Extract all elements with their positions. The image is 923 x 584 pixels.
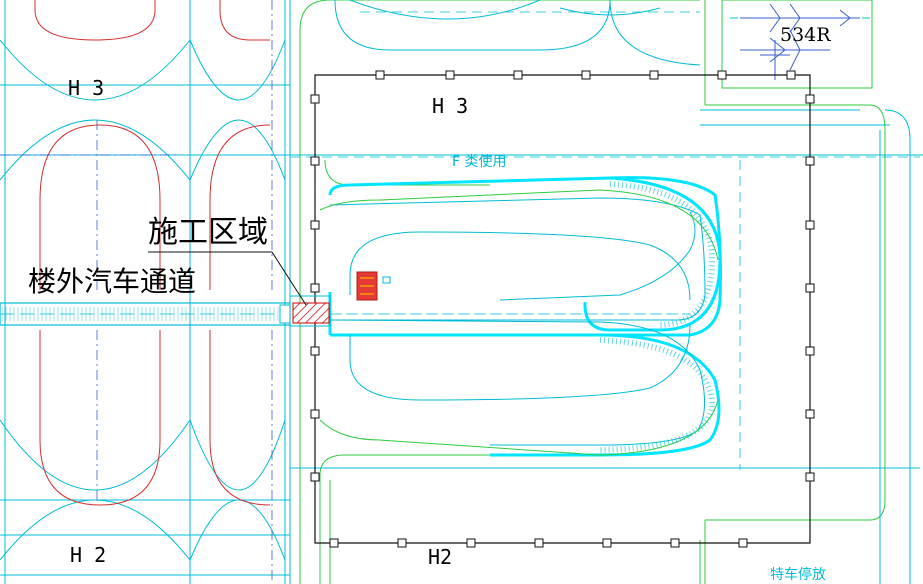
zone-label-h3-right: H 3 bbox=[432, 94, 469, 118]
aircraft-icon bbox=[740, 3, 860, 80]
zone-label-h2-bottom: H2 bbox=[428, 545, 453, 569]
left-centerlines bbox=[0, 0, 273, 584]
special-vehicle-label: 特车停放 bbox=[770, 567, 826, 583]
apron-taxilines bbox=[289, 0, 923, 584]
apron-centerline bbox=[290, 11, 920, 470]
external-road-label: 楼外汽车通道 bbox=[28, 265, 197, 298]
zone-label-h2-left: H 2 bbox=[70, 543, 107, 567]
left-taxilines bbox=[0, 0, 290, 584]
apron-green-lines bbox=[299, 0, 886, 584]
construction-boundary bbox=[310, 70, 815, 548]
left-stand-outlines bbox=[34, 0, 271, 506]
zone-label-h3-left: H 3 bbox=[68, 76, 105, 100]
construction-area bbox=[148, 251, 331, 327]
construction-area-label: 施工区域 bbox=[148, 215, 268, 250]
external-road bbox=[0, 302, 291, 326]
vehicle-icon bbox=[356, 271, 391, 301]
pier-structure bbox=[319, 176, 722, 457]
stand-number: 534R bbox=[780, 24, 831, 46]
class-f-use-label: F 类使用 bbox=[452, 154, 507, 170]
